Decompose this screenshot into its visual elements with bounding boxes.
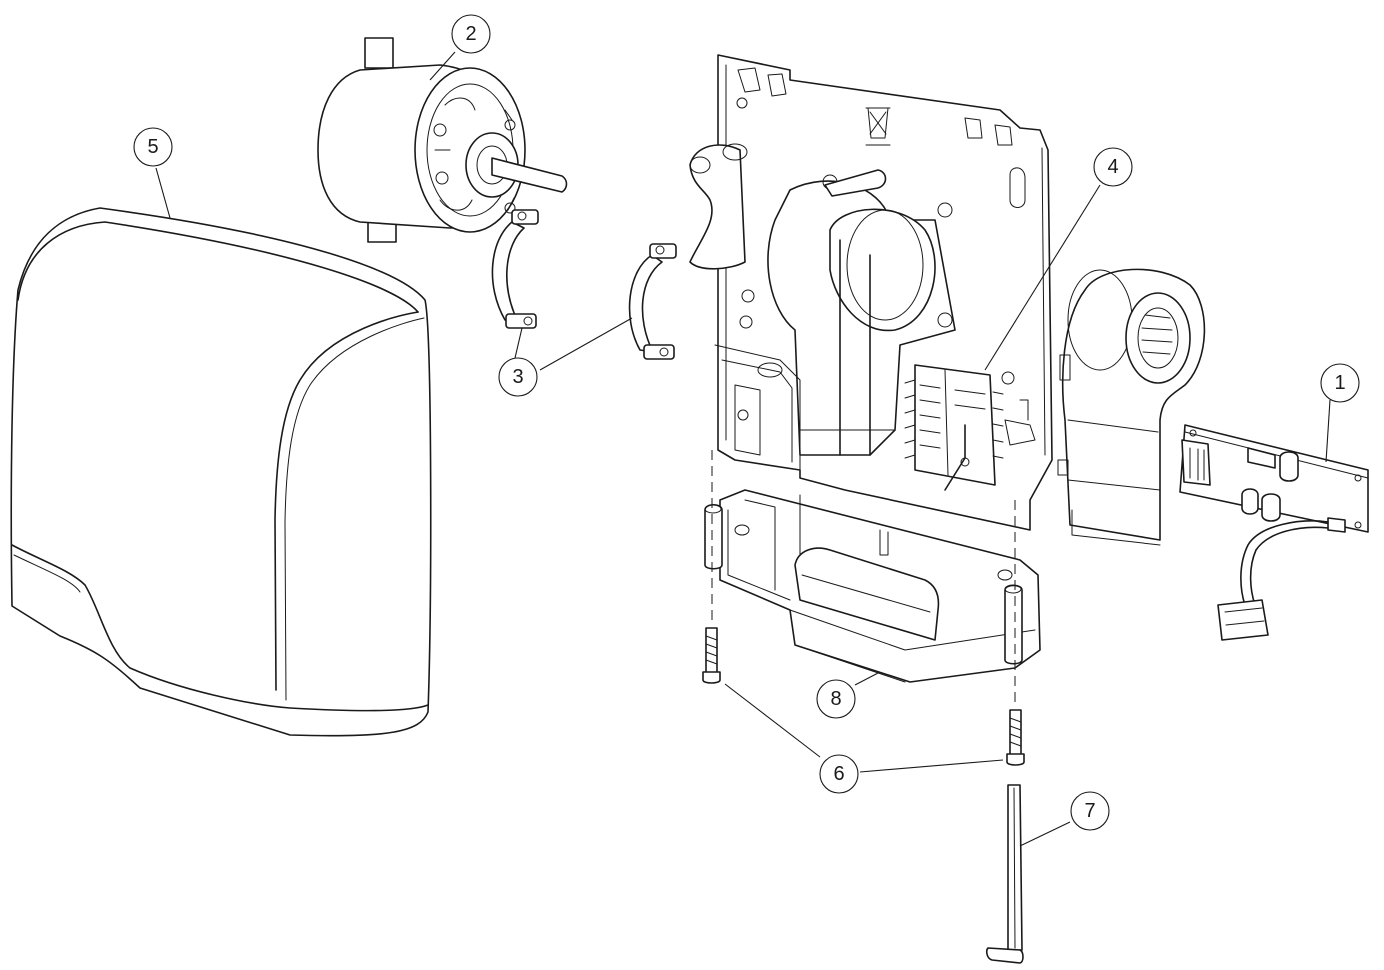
screw-left: [702, 627, 721, 684]
callout-label-5: 5: [147, 136, 158, 158]
motor-clamp-left: [491, 209, 539, 329]
callout-balloon-6: 6: [819, 754, 859, 794]
callout-label-4: 4: [1107, 156, 1118, 178]
circuit-board-part: [1179, 424, 1369, 641]
hex-key-part: [986, 784, 1024, 964]
callout-label-7: 7: [1084, 800, 1095, 822]
callout-balloon-1: 1: [1320, 363, 1360, 403]
dryer-cover-part: [10, 207, 432, 737]
motor-clamp-right: [628, 243, 677, 360]
callout-label-2: 2: [465, 23, 476, 45]
callout-balloon-8: 8: [816, 679, 856, 719]
bottom-tray-part: [704, 489, 1041, 683]
fan-scroll-housing: [1057, 268, 1206, 546]
electric-motor-part: [317, 37, 568, 243]
leader-lines: [155, 51, 1331, 847]
heating-element-part: [904, 364, 1004, 491]
callout-label-1: 1: [1334, 372, 1345, 394]
callout-balloon-3: 3: [498, 357, 538, 397]
callout-balloon-2: 2: [451, 14, 491, 54]
callout-balloon-4: 4: [1093, 147, 1133, 187]
callout-balloon-5: 5: [133, 127, 173, 167]
backplate-part: [689, 54, 1053, 531]
callout-label-8: 8: [830, 688, 841, 710]
callout-label-3: 3: [512, 366, 523, 388]
callout-balloon-7: 7: [1070, 791, 1110, 831]
callout-label-6: 6: [833, 763, 844, 785]
screw-right: [1006, 709, 1025, 766]
